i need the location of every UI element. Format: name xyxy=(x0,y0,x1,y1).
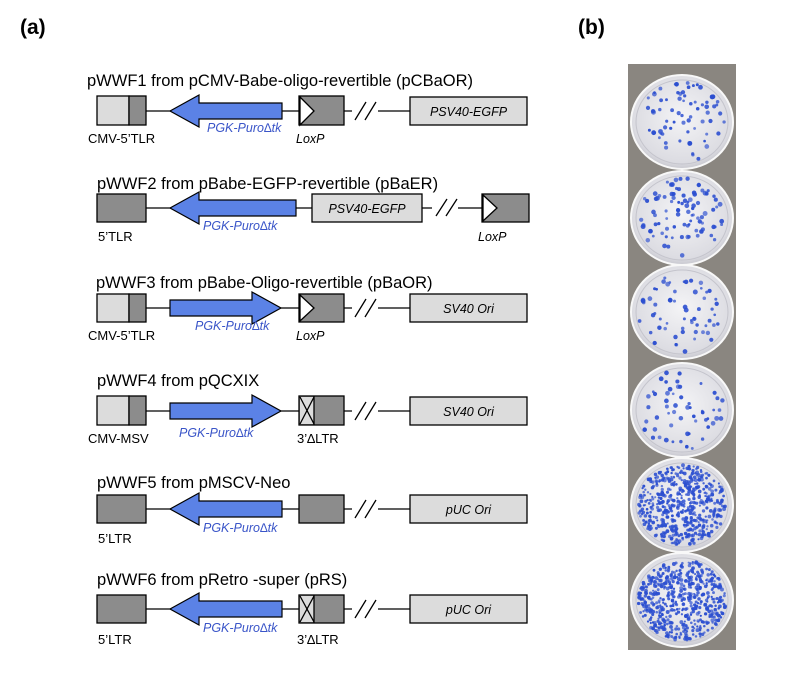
ltr-label: 5’LTR xyxy=(98,632,132,647)
ltr3-label: 3’∆LTR xyxy=(297,431,339,446)
element-box-label: pUC Ori xyxy=(445,503,492,517)
element-box-label: PSV40-EGFP xyxy=(328,202,406,216)
construct-title: pWWF3 from pBabe-Oligo-revertible (pBaOR… xyxy=(96,274,433,292)
puro-arrow xyxy=(168,591,283,627)
element-box-label: pUC Ori xyxy=(445,603,492,617)
cassette-label: PGK-Puro∆tk xyxy=(203,219,278,233)
construct-pwwf4: pWWF4 from pQCXIX PGK-Puro∆tk SV40 Ori C… xyxy=(88,372,528,446)
ltr-box xyxy=(96,193,147,223)
culture-dish xyxy=(630,74,734,170)
cmv-box xyxy=(96,395,130,426)
puro-arrow xyxy=(169,393,283,429)
culture-dish xyxy=(630,170,734,266)
construct-pwwf5: pWWF5 from pMSCV-Neo PGK-Puro∆tk pUC Ori… xyxy=(96,474,528,546)
culture-dish xyxy=(630,264,734,360)
construct-pwwf1: pWWF1 from pCMV-Babe-oligo-revertible (p… xyxy=(87,72,528,146)
element-box xyxy=(311,193,423,223)
construct-title: pWWF1 from pCMV-Babe-oligo-revertible (p… xyxy=(87,72,473,90)
loxp-label: LoxP xyxy=(296,132,325,146)
ltr-label: CMV-MSV xyxy=(88,431,149,446)
ltr-box xyxy=(128,95,147,126)
construct-pwwf2: pWWF2 from pBabe-EGFP-revertible (pBaER)… xyxy=(96,175,530,244)
ltr-box xyxy=(96,494,147,524)
culture-dish xyxy=(630,362,734,458)
puro-arrow xyxy=(168,190,297,226)
loxp-label: LoxP xyxy=(296,329,325,343)
construct-title: pWWF6 from pRetro -super (pRS) xyxy=(97,571,347,589)
cassette-label: PGK-Puro∆tk xyxy=(195,319,270,333)
ltr3-box xyxy=(298,494,345,524)
element-box xyxy=(409,494,528,524)
element-box xyxy=(409,594,528,624)
cassette-label: PGK-Puro∆tk xyxy=(179,426,254,440)
element-box xyxy=(409,293,528,323)
ltr-label: CMV-5’TLR xyxy=(88,328,155,343)
construct-title: pWWF4 from pQCXIX xyxy=(97,372,259,390)
construct-pwwf6: pWWF6 from pRetro -super (pRS) PGK-Puro∆… xyxy=(96,571,528,647)
construct-pwwf3: pWWF3 from pBabe-Oligo-revertible (pBaOR… xyxy=(88,274,528,343)
puro-arrow xyxy=(168,491,283,527)
panel-b-label: (b) xyxy=(578,16,605,39)
loxp-triangle xyxy=(299,95,315,127)
puro-arrow xyxy=(169,290,283,326)
construct-title: pWWF5 from pMSCV-Neo xyxy=(97,474,290,492)
cassette-label: PGK-Puro∆tk xyxy=(203,521,278,535)
element-box-label: SV40 Ori xyxy=(443,302,495,316)
construct-title: pWWF2 from pBabe-EGFP-revertible (pBaER) xyxy=(97,175,438,193)
ltr-box xyxy=(128,395,147,426)
ltr-label: CMV-5’TLR xyxy=(88,131,155,146)
cmv-box xyxy=(96,293,130,323)
element-box xyxy=(409,396,528,426)
element-box-label: PSV40-EGFP xyxy=(430,105,508,119)
ltr-box xyxy=(128,293,147,323)
panel-a-label: (a) xyxy=(20,16,46,39)
element-box-label: SV40 Ori xyxy=(443,405,495,419)
ltr3-label: 3’∆LTR xyxy=(297,632,339,647)
loxp-box xyxy=(298,95,345,126)
cmv-box xyxy=(96,95,130,126)
loxp-label: LoxP xyxy=(478,230,507,244)
culture-dish xyxy=(630,457,734,553)
ltr-label: 5’LTR xyxy=(98,531,132,546)
cassette-label: PGK-Puro∆tk xyxy=(203,621,278,635)
plates-photo xyxy=(628,64,736,650)
culture-dish xyxy=(630,552,734,648)
puro-arrow xyxy=(168,93,283,129)
loxp-triangle xyxy=(482,193,498,223)
ltr-label: 5’TLR xyxy=(98,229,133,244)
loxp-triangle xyxy=(299,293,315,323)
ltr-box xyxy=(96,594,147,624)
cassette-label: PGK-Puro∆tk xyxy=(207,121,282,135)
element-box xyxy=(409,96,528,126)
